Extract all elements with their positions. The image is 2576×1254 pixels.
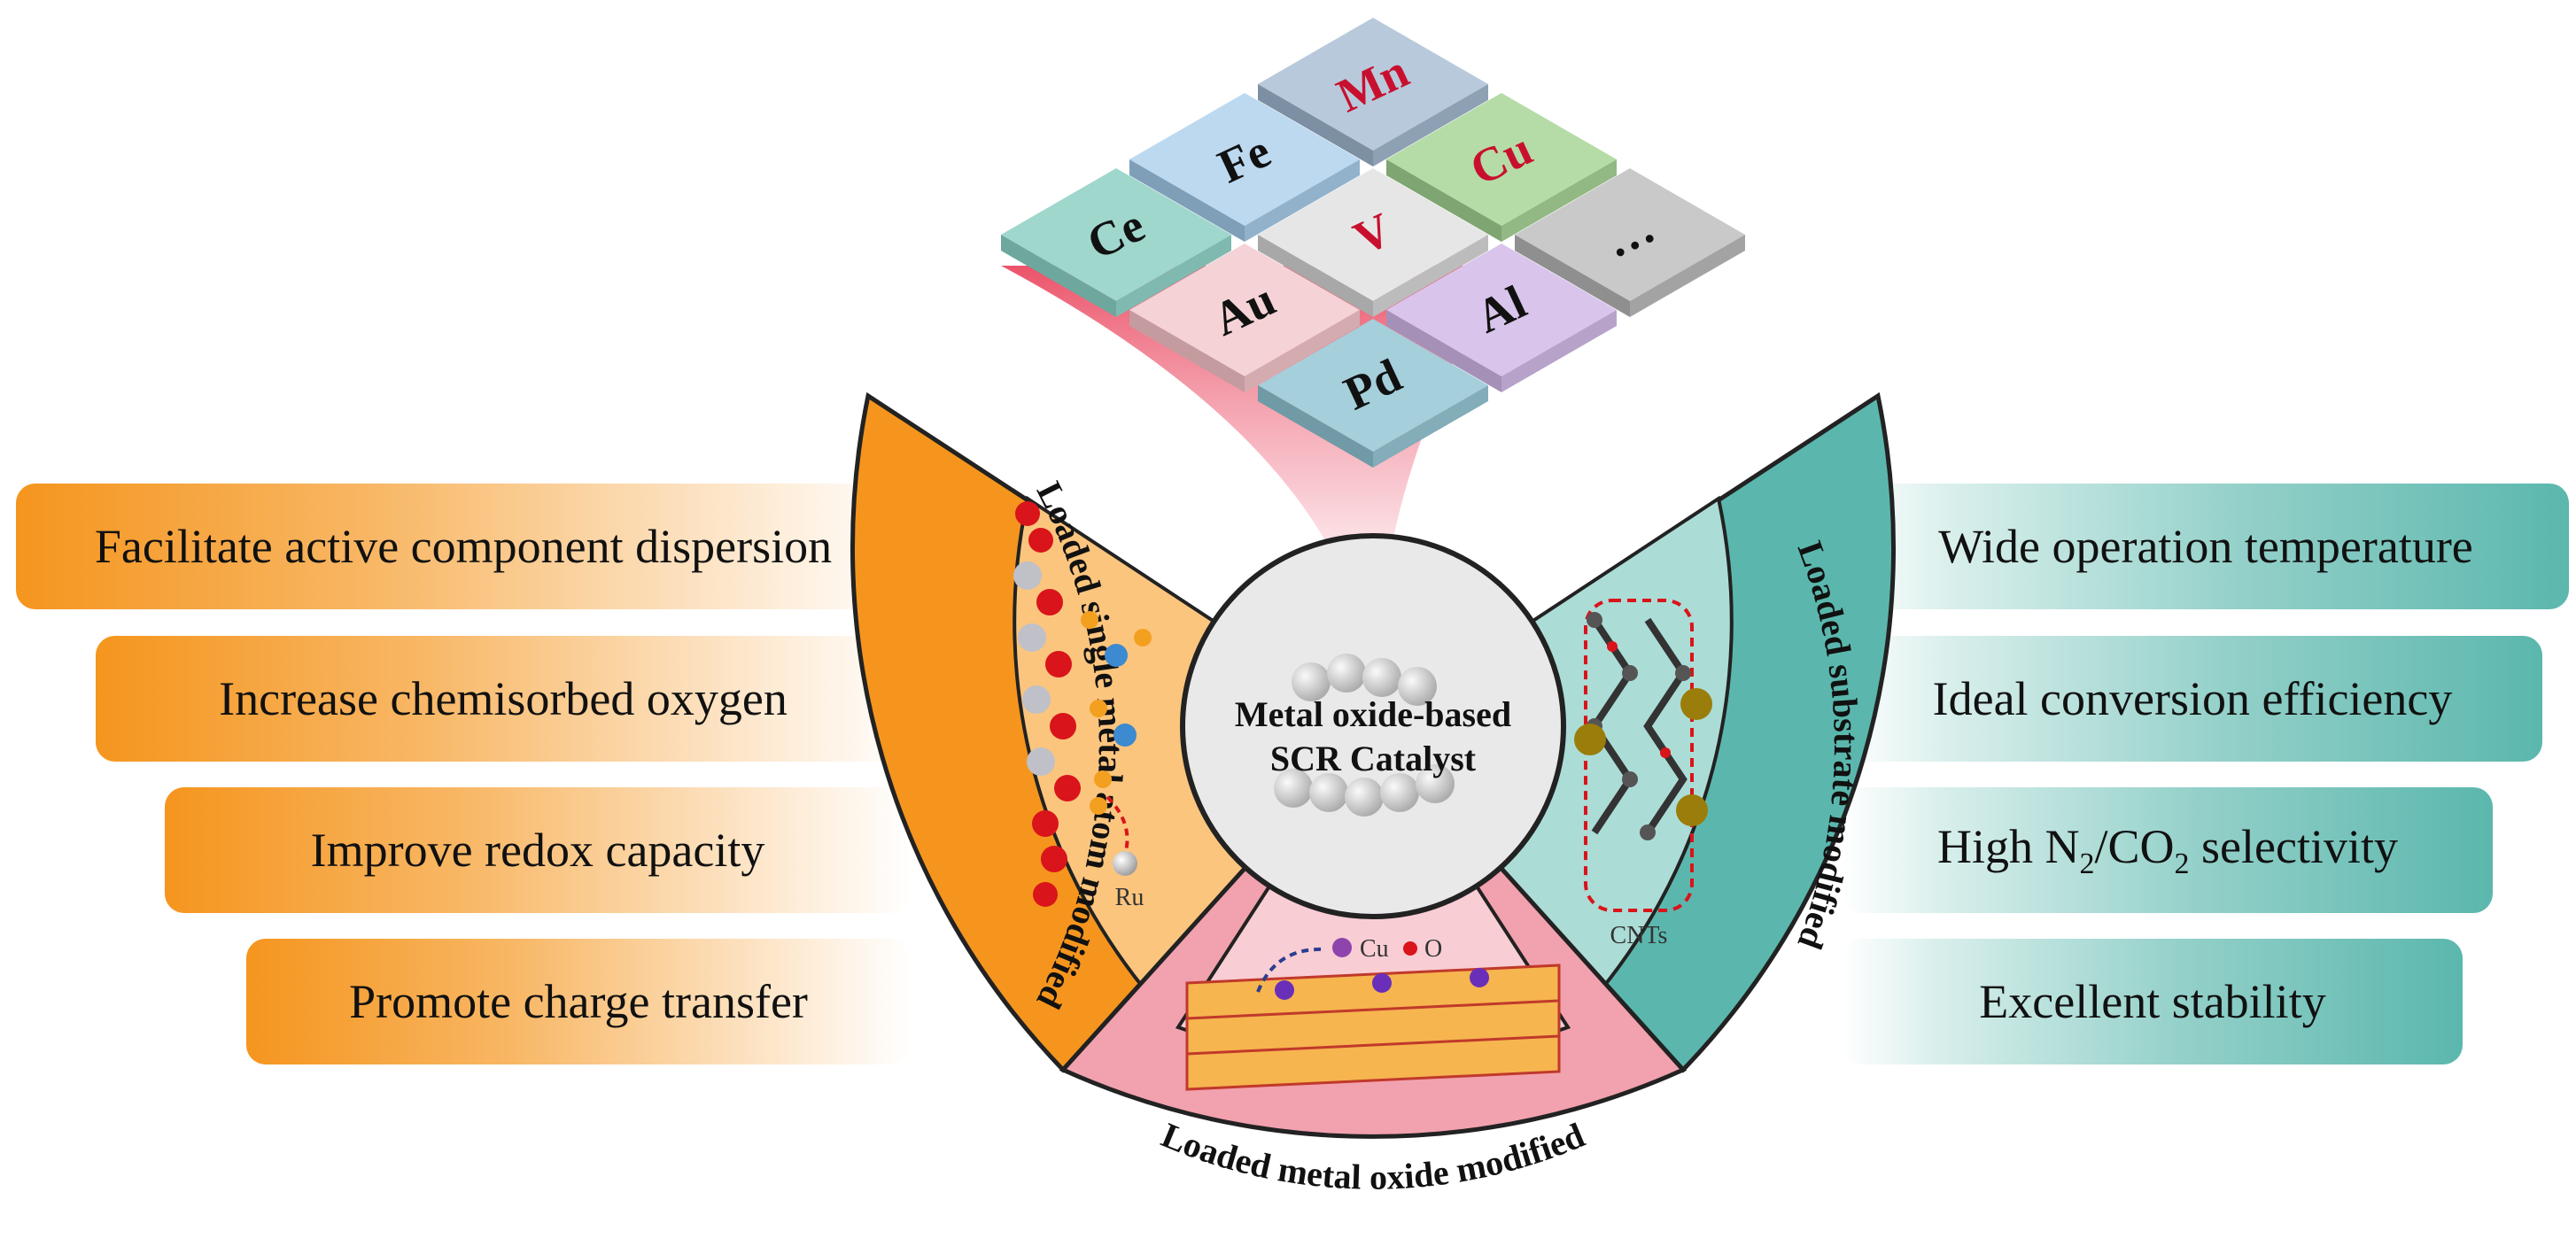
tile-al: Al (1386, 244, 1617, 392)
benefit-label: Increase chemisorbed oxygen (219, 672, 788, 725)
benefit-redox-capacity: Improve redox capacity (165, 787, 911, 913)
benefit-label: Wide operation temperature (1938, 520, 2473, 573)
benefit-label: Ideal conversion efficiency (1932, 672, 2453, 725)
center-circle (1180, 533, 1566, 919)
cu-legend-label: Cu (1360, 935, 1389, 963)
tile-more: … (1515, 168, 1745, 317)
benefit-charge-transfer: Promote charge transfer (246, 939, 911, 1064)
benefit-chemisorbed-oxygen: Increase chemisorbed oxygen (96, 636, 911, 762)
benefit-label: Facilitate active component dispersion (94, 520, 833, 573)
benefit-wide-temperature: Wide operation temperature (1843, 484, 2569, 609)
tile-mn: Mn (1258, 18, 1488, 166)
tile-fe: Fe (1129, 93, 1360, 242)
cnts-label: CNTs (1610, 922, 1668, 949)
center-title-line2: SCR Catalyst (1270, 739, 1477, 778)
benefit-label: Improve redox capacity (310, 824, 765, 877)
cnt-structure: CNTs (1574, 599, 1712, 949)
benefit-label: Excellent stability (1979, 975, 2326, 1028)
benefit-label: Promote charge transfer (349, 975, 808, 1028)
center-title-line1: Metal oxide-based (1235, 694, 1511, 734)
tile-v: V (1258, 168, 1488, 317)
tile-au: Au (1129, 244, 1360, 392)
tile-pd: Pd (1258, 319, 1488, 468)
single-atom-structure: Ru (1013, 501, 1152, 911)
element-tiles: Mn Fe Cu Ce V … (1001, 18, 1745, 468)
tile-ce: Ce (1001, 168, 1231, 317)
benefit-conversion-efficiency: Ideal conversion efficiency (1843, 636, 2542, 762)
oxide-slab-structure: Cu O (1185, 935, 1561, 1091)
benefit-label: High N2/CO2 selectivity (1937, 820, 2398, 880)
o-legend-label: O (1424, 935, 1442, 963)
tile-cu: Cu (1386, 93, 1617, 242)
nanoparticle-cluster (1274, 654, 1455, 817)
benefit-stability: Excellent stability (1843, 939, 2463, 1064)
ru-label: Ru (1115, 884, 1144, 911)
benefit-selectivity: High N2/CO2 selectivity (1843, 787, 2493, 913)
benefit-active-dispersion: Facilitate active component dispersion (16, 484, 911, 609)
